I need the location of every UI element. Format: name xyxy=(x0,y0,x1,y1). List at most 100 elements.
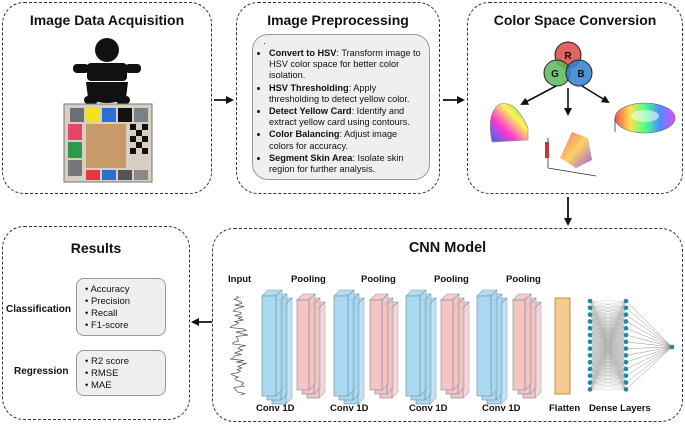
step-name: Segment Skin Area xyxy=(269,152,353,163)
flatten-layer xyxy=(554,297,571,395)
venn-label-g: G xyxy=(551,69,559,80)
dense-node-layer-1 xyxy=(587,305,593,311)
dense-connection xyxy=(589,307,627,390)
dense-node-layer-2 xyxy=(623,359,629,365)
dense-connection xyxy=(589,300,627,308)
output-connection xyxy=(625,307,673,348)
dense-node-layer-2 xyxy=(623,325,629,331)
output-connection xyxy=(625,346,673,363)
pooling-layer-2-side xyxy=(381,293,389,391)
classification-metrics-box: AccuracyPrecisionRecallF1-score xyxy=(76,278,166,336)
venn-circle-b xyxy=(565,59,593,87)
dense-node-layer-2 xyxy=(623,339,629,345)
output-connection xyxy=(625,346,673,356)
output-connection xyxy=(625,346,673,349)
lab-cube-plot xyxy=(545,132,597,177)
preprocessing-steps-list: Convert to HSV: Transform image to HSV c… xyxy=(259,48,423,175)
dense-connection xyxy=(589,341,627,390)
dense-node-layer-1 xyxy=(587,312,593,317)
dense-node-layer-1 xyxy=(587,373,593,379)
output-connection xyxy=(625,341,673,348)
dense-connection xyxy=(589,300,627,356)
regression-metrics-box: R2 scoreRMSEMAE xyxy=(76,350,166,396)
conv-label-1: Conv 1D xyxy=(256,403,295,414)
pooling-layer-3-side xyxy=(452,293,460,391)
dense-node-layer-2 xyxy=(623,298,629,304)
venn-label-b: B xyxy=(577,69,584,80)
pooling-layer-2 xyxy=(369,299,383,391)
hsv-wheel-plot xyxy=(614,102,676,134)
conv-label-4: Conv 1D xyxy=(482,403,521,414)
dense-node-layer-2 xyxy=(623,373,629,379)
step-name: Color Balancing xyxy=(269,129,340,140)
conv1d-layer-1 xyxy=(261,295,277,397)
arrow-venn-to-wheel xyxy=(581,85,610,104)
pooling-label-4: Pooling xyxy=(506,274,541,285)
input-signal-waveform xyxy=(229,295,249,396)
preprocessing-step: Color Balancing: Adjust image colors for… xyxy=(269,129,423,151)
dense-node-layer-2 xyxy=(623,353,629,358)
metric-item: R2 score xyxy=(85,356,157,368)
baby-icon xyxy=(73,38,141,104)
output-node xyxy=(669,344,675,350)
step-description: : Apply thresholding to detect yellow co… xyxy=(269,82,410,104)
output-connection xyxy=(625,314,673,348)
dense-node-layer-2 xyxy=(623,332,629,338)
preprocessing-step: Segment Skin Area: Isolate skin region f… xyxy=(269,153,423,175)
preprocessing-step: Convert to HSV: Transform image to HSV c… xyxy=(269,48,423,82)
dense-node-layer-2 xyxy=(623,387,629,392)
step-description: : Adjust image colors for accuracy. xyxy=(269,129,398,151)
output-connection xyxy=(625,321,673,348)
dense-connection xyxy=(589,348,627,390)
cnn-layer-stack xyxy=(261,289,571,405)
step-description: : Transform image to HSV color space for… xyxy=(269,48,421,81)
dense-node-layer-1 xyxy=(587,380,593,385)
dense-connection xyxy=(589,300,627,342)
cnn-title: CNN Model xyxy=(408,240,487,256)
dense-connection xyxy=(589,362,627,390)
pooling-layer-4-side xyxy=(524,293,532,391)
output-connection xyxy=(625,346,673,383)
dense-node-layer-2 xyxy=(623,312,629,317)
conv1d-layer-4 xyxy=(476,295,492,397)
output-connection xyxy=(625,300,673,348)
dense-connection xyxy=(589,368,627,390)
pooling-layer-4 xyxy=(512,299,526,391)
step-name: Convert to HSV xyxy=(269,48,337,58)
dense-connection xyxy=(589,355,627,390)
dense-network xyxy=(587,298,675,392)
empty-bullet: · xyxy=(263,38,267,48)
step-name: Detect Yellow Card xyxy=(269,106,352,117)
dense-connection xyxy=(589,375,627,390)
dense-connection xyxy=(589,382,627,390)
pooling-label-3: Pooling xyxy=(434,274,469,285)
chromaticity-gamut-plot xyxy=(489,103,529,143)
output-connection xyxy=(625,346,673,390)
dense-node-layer-1 xyxy=(587,325,593,331)
dense-connection xyxy=(589,334,627,390)
conv1d-layer-1-side xyxy=(275,289,283,397)
rgb-venn-diagram xyxy=(543,41,593,87)
dense-node-layer-1 xyxy=(587,339,593,345)
dense-connection xyxy=(589,300,627,363)
step-description: : Isolate skin region for further analys… xyxy=(269,152,404,175)
pooling-label-2: Pooling xyxy=(361,274,396,285)
input-label: Input xyxy=(228,274,252,285)
results-title: Results xyxy=(70,240,122,256)
dense-layers-label: Dense Layers xyxy=(589,403,651,414)
dense-connection xyxy=(589,300,627,390)
conv1d-layer-3 xyxy=(405,295,421,397)
dense-connection xyxy=(589,300,627,336)
pooling-layer-1-side xyxy=(308,293,316,391)
dense-node-layer-2 xyxy=(623,366,629,372)
conv1d-layer-4-side xyxy=(490,289,498,397)
dense-connection xyxy=(589,300,627,315)
preprocessing-step: Detect Yellow Card: Identify and extract… xyxy=(269,106,423,128)
dense-connection xyxy=(589,321,627,390)
dense-connection xyxy=(589,300,627,376)
metric-item: RMSE xyxy=(85,368,157,380)
venn-label-r: R xyxy=(564,51,572,62)
metric-item: Accuracy xyxy=(85,284,157,296)
dense-node-layer-2 xyxy=(623,319,629,324)
